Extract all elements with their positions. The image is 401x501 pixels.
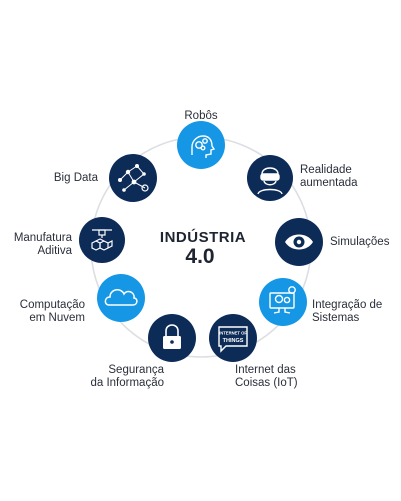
cloud-icon	[104, 289, 138, 306]
node-circle-computacao	[97, 274, 145, 322]
label-iot: Internet das Coisas (IoT)	[235, 364, 298, 389]
node-circle-big-data	[109, 154, 157, 202]
node-robos	[177, 121, 225, 169]
vr-headset-person-icon	[257, 167, 283, 195]
eye-icon	[285, 234, 313, 250]
node-big-data	[109, 154, 157, 202]
center-title-line2: 4.0	[185, 245, 214, 268]
node-manufatura	[79, 217, 125, 263]
node-circle-robos	[177, 121, 225, 169]
node-circle-integracao	[259, 278, 307, 326]
label-big-data: Big Data	[53, 172, 98, 184]
network-nodes-icon	[118, 164, 149, 192]
node-simulacoes	[275, 218, 323, 266]
node-realidade-aumentada	[247, 155, 293, 201]
iot-icon-text-line2: THINGS	[223, 338, 244, 344]
robot-head-gears-icon	[191, 135, 216, 158]
iot-icon-text-line1: INTERNET OF	[219, 331, 247, 336]
label-manufatura: Manufatura Aditiva	[13, 232, 72, 257]
label-simulacoes: Simulações	[330, 236, 390, 248]
label-integracao: Integração de Sistemas	[312, 299, 383, 324]
label-realidade-aumentada: Realidade aumentada	[300, 164, 358, 189]
node-iot: INTERNET OF THINGS	[209, 314, 257, 362]
node-seguranca	[148, 314, 196, 362]
3d-printer-cubes-icon	[91, 229, 113, 251]
node-computacao	[97, 274, 145, 322]
padlock-icon	[163, 324, 181, 349]
label-robos: Robôs	[184, 110, 218, 122]
node-integracao	[259, 278, 307, 326]
monitor-gears-icon	[269, 286, 296, 314]
label-seguranca: Segurança da Informação	[90, 364, 164, 389]
iot-speech-bubble-icon: INTERNET OF THINGS	[218, 326, 248, 353]
label-computacao: Computação em Nuvem	[19, 299, 85, 324]
center-title-line1: INDÚSTRIA	[160, 228, 246, 246]
